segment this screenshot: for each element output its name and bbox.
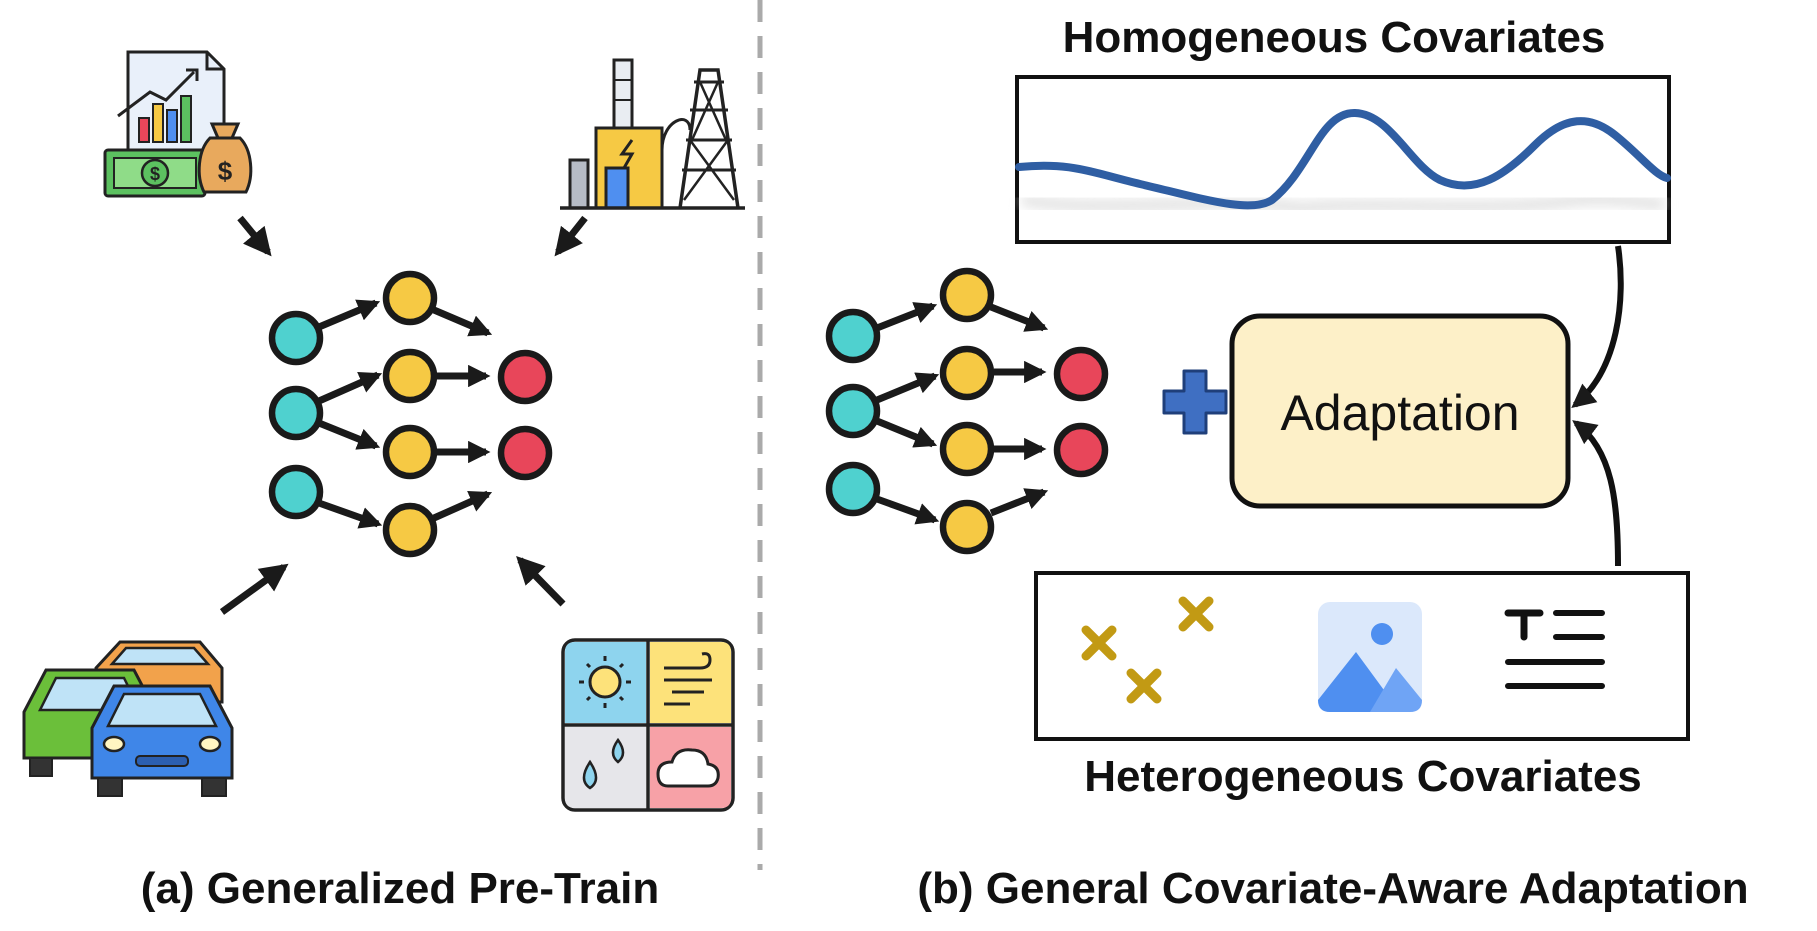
- hidden-node: [939, 421, 995, 477]
- neural-network-a: [268, 270, 553, 558]
- arrow-weather-to-model: [516, 555, 566, 607]
- arrow-finance-to-model: [237, 215, 272, 257]
- hidden-node: [382, 348, 438, 404]
- scatter-marker: [1081, 625, 1117, 661]
- panel-b: Homogeneous Covariates: [825, 13, 1749, 913]
- arrow-power-to-model: [554, 215, 588, 257]
- hidden-node: [382, 502, 438, 558]
- plus-icon: [1162, 369, 1228, 435]
- homogeneous-covariates-box: [1015, 75, 1671, 244]
- heterogeneous-title: Heterogeneous Covariates: [1084, 752, 1642, 801]
- hidden-node: [382, 270, 438, 326]
- input-node: [268, 385, 324, 441]
- traffic-cars-icon: [22, 640, 234, 797]
- arrow-traffic-to-model: [219, 563, 289, 615]
- caption-b: (b) General Covariate-Aware Adaptation: [917, 864, 1748, 913]
- scatter-marker: [1178, 596, 1214, 632]
- svg-text:$: $: [218, 156, 233, 186]
- arrow-homogeneous-to-adaptation: [1571, 245, 1624, 409]
- hidden-node: [939, 345, 995, 401]
- hidden-node: [382, 424, 438, 480]
- output-node: [1053, 346, 1109, 402]
- svg-text:$: $: [150, 164, 160, 184]
- output-node: [1053, 422, 1109, 478]
- input-node: [825, 308, 881, 364]
- input-node: [268, 464, 324, 520]
- finance-icon: $ $: [103, 50, 253, 198]
- image-icon: [1318, 602, 1422, 712]
- power-plant-icon: [560, 58, 745, 210]
- heterogeneous-covariates-box: [1034, 571, 1690, 741]
- scatter-marker: [1126, 668, 1162, 704]
- adaptation-box: Adaptation: [1229, 313, 1571, 509]
- homogeneous-series-line: [1015, 108, 1671, 210]
- hidden-node: [939, 499, 995, 555]
- homogeneous-title: Homogeneous Covariates: [1063, 13, 1606, 62]
- caption-a: (a) Generalized Pre-Train: [141, 864, 659, 913]
- weather-icon: [561, 638, 735, 812]
- text-icon: [1504, 609, 1605, 689]
- wave-shadow: [1021, 194, 1665, 214]
- scatter-points-icon: [1081, 596, 1214, 704]
- output-node: [497, 349, 553, 405]
- arrow-heterogeneous-to-adaptation: [1572, 420, 1621, 567]
- hidden-node: [939, 267, 995, 323]
- panel-a: $ $: [22, 50, 745, 913]
- adaptation-label: Adaptation: [1280, 385, 1519, 441]
- neural-network-b: [825, 267, 1109, 555]
- output-node: [497, 425, 553, 481]
- input-node: [268, 310, 324, 366]
- input-node: [825, 383, 881, 439]
- input-node: [825, 461, 881, 517]
